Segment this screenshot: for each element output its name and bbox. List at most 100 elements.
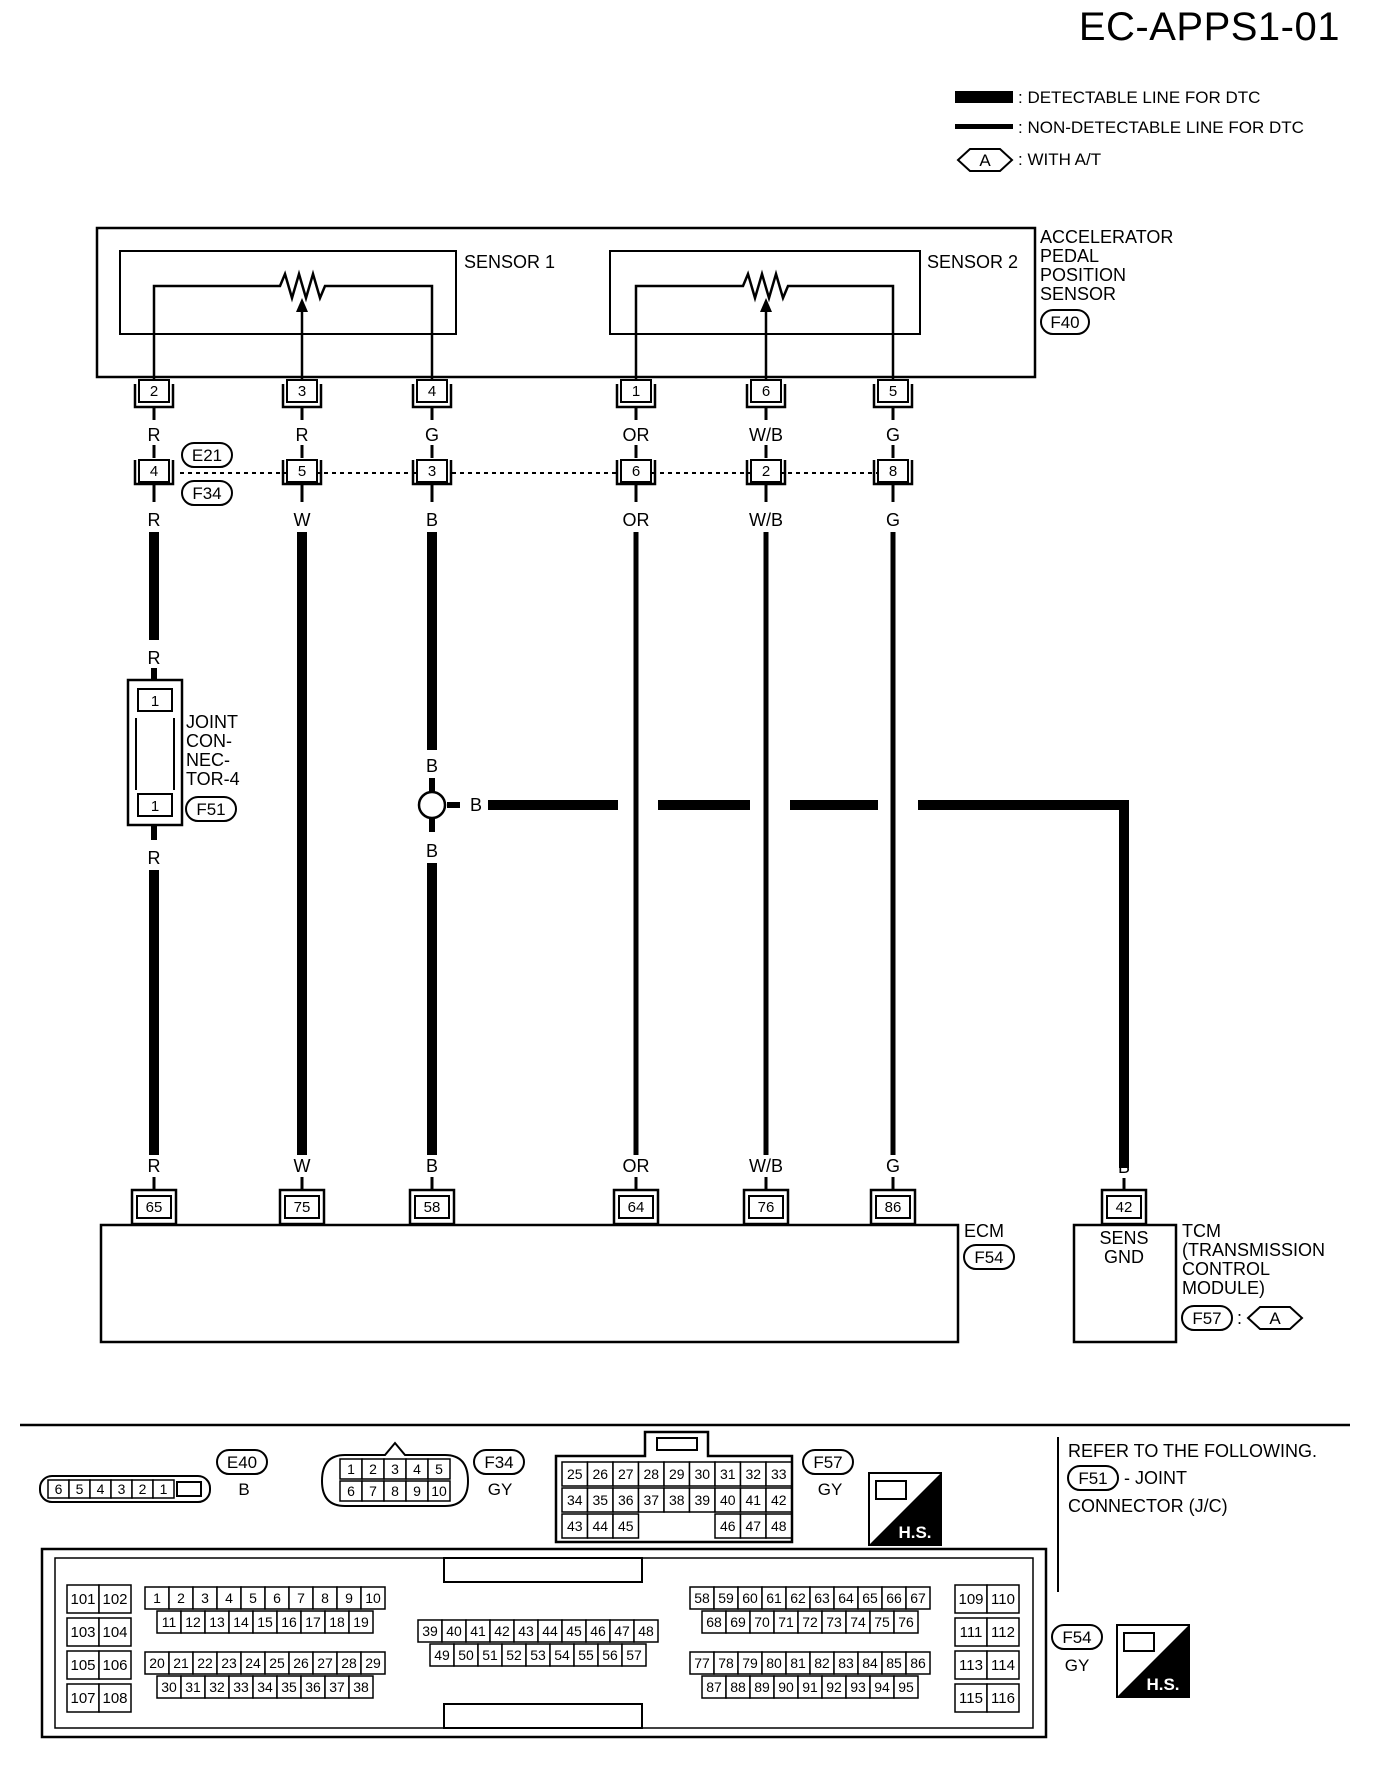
sensor-2-label: SENSOR 2	[927, 252, 1018, 272]
refer-line-3: CONNECTOR (J/C)	[1068, 1496, 1228, 1516]
f54-g3r2-pin-68: 68	[706, 1614, 722, 1630]
f54-g2r1-pin-46: 46	[590, 1623, 606, 1639]
f54-g3r3-pin-85: 85	[886, 1655, 902, 1671]
mid-wire-color: R	[148, 510, 161, 530]
f54-g3r3-pin-77: 77	[694, 1655, 710, 1671]
sensor-name-line-4: SENSOR	[1040, 284, 1116, 304]
sensor-pin-5-number: 5	[889, 383, 897, 400]
tcm-pin-label-2: GND	[1104, 1247, 1144, 1267]
f54-g1r2-pin-18: 18	[329, 1614, 345, 1630]
f54-right-0-pin-110: 110	[991, 1591, 1015, 1608]
f57-r1-pin-32: 32	[745, 1466, 761, 1482]
f54-g1r1-pin-10: 10	[365, 1590, 381, 1606]
f54-g1r3-pin-23: 23	[221, 1655, 237, 1671]
detectable-line-sample	[955, 91, 1013, 103]
hs-icon-fill-f54	[1117, 1625, 1189, 1697]
f54-g3r3-pin-84: 84	[862, 1655, 878, 1671]
f54-g3r1-pin-59: 59	[718, 1590, 734, 1606]
f54-g2r1-pin-39: 39	[422, 1623, 438, 1639]
f54-g2r1-pin-41: 41	[470, 1623, 486, 1639]
joint-connector-name-1: JOINT	[186, 712, 238, 732]
intermediate-pin-5-box	[286, 459, 318, 483]
f57-r1-cell-32	[739, 1461, 767, 1487]
f57-r2-pin-39: 39	[694, 1492, 710, 1508]
f57-r1-pin-25: 25	[567, 1466, 583, 1482]
f54-view-tag	[1051, 1624, 1103, 1650]
f57-r1-cell-33	[765, 1461, 793, 1487]
f54-right-1-cell-112	[986, 1617, 1020, 1647]
f54-left-3-cell-108	[98, 1683, 132, 1713]
f54-right-3-cell-115	[954, 1683, 988, 1713]
f54-g3r1-pin-63: 63	[814, 1590, 830, 1606]
hs-icon-fill	[869, 1473, 941, 1545]
f34-r2-pin-6: 6	[347, 1483, 355, 1499]
f34-r1-pin-3: 3	[391, 1461, 399, 1477]
f57-connector-tag	[1181, 1305, 1233, 1331]
top-wire-color: R	[296, 425, 309, 445]
intermediate-pin-4-number: 4	[150, 463, 158, 480]
top-wire-color: G	[886, 425, 900, 445]
f54-g1r2-pin-16: 16	[281, 1614, 297, 1630]
f57-r3b-cell-48	[765, 1513, 793, 1539]
intermediate-pin-8-box	[877, 459, 909, 483]
mid-wire-color: G	[886, 510, 900, 530]
non-detectable-line-sample	[955, 124, 1013, 129]
f54-g1r1-pin-3: 3	[201, 1590, 209, 1606]
intermediate-pin-2-number: 2	[762, 463, 770, 480]
sensor-1-resistor	[152, 269, 434, 381]
f54-g1r3-pin-21: 21	[173, 1655, 189, 1671]
f57-r2-cell-38	[663, 1487, 691, 1513]
ecm-wire-color: G	[886, 1156, 900, 1176]
tcm-pin-group: 42	[1100, 1178, 1148, 1226]
splice-point	[417, 790, 447, 820]
refer-note: REFER TO THE FOLLOWING. F51 - JOINT CONN…	[1067, 1441, 1317, 1516]
f54-right-1-pin-111: 111	[960, 1624, 983, 1641]
f54-g1r1-pin-7: 7	[297, 1590, 305, 1606]
e40-pin-5: 5	[76, 1481, 84, 1497]
f54-key-top	[443, 1557, 643, 1583]
joint-connector-name-2: CON-	[186, 731, 232, 751]
tcm-name-3: CONTROL	[1182, 1259, 1270, 1279]
joint-connector-pin-top	[137, 688, 173, 712]
f54-color: GY	[1065, 1656, 1090, 1675]
f57-r1-cell-30	[688, 1461, 716, 1487]
e40-pin-6: 6	[55, 1481, 63, 1497]
f57-r2-pin-37: 37	[643, 1492, 659, 1508]
f54-g1r3-pin-28: 28	[341, 1655, 357, 1671]
f51-connector-tag	[185, 796, 237, 822]
e21-connector-tag	[181, 442, 233, 468]
f34-r1-pin-2: 2	[369, 1461, 377, 1477]
f51-connector-id: F51	[196, 800, 225, 819]
f54-g3r3-pin-82: 82	[814, 1655, 830, 1671]
sensor-pin-4-number: 4	[428, 383, 436, 400]
f57-r3a-cell-44	[586, 1513, 614, 1539]
f54-left-3-pin-108: 108	[102, 1690, 127, 1707]
f54-left-1-cell-104	[98, 1617, 132, 1647]
f54-left-0-cell-102	[98, 1584, 132, 1614]
f54-g1r4-pin-36: 36	[305, 1679, 321, 1695]
f54-g3r4-pin-87: 87	[706, 1679, 722, 1695]
e40-pin-4: 4	[97, 1481, 105, 1497]
f34-connector-id: F34	[192, 484, 221, 503]
sensor-pin-5-box	[877, 379, 909, 403]
f54-right-1-pin-112: 112	[991, 1624, 1015, 1641]
f54-g3r4-pin-92: 92	[826, 1679, 842, 1695]
f54-g2r2-pin-53: 53	[530, 1647, 546, 1663]
f57-r2-pin-40: 40	[720, 1492, 736, 1508]
f57-r1-pin-26: 26	[592, 1466, 608, 1482]
f57-r1-pin-31: 31	[720, 1466, 736, 1482]
f54-g2r1-pin-48: 48	[638, 1623, 654, 1639]
e40-connector-tag	[216, 1449, 268, 1475]
f54-g3r2-pin-73: 73	[826, 1614, 842, 1630]
f54-g3r3-pin-83: 83	[838, 1655, 854, 1671]
sensor-1-label: SENSOR 1	[464, 252, 555, 272]
f34-r2-pin-8: 8	[391, 1483, 399, 1499]
f54-g1r2-pin-15: 15	[257, 1614, 273, 1630]
f57-latch	[656, 1437, 698, 1451]
ecm-pin-76-number: 76	[758, 1199, 775, 1216]
f34-r2-pin-9: 9	[413, 1483, 421, 1499]
f34-r1-cell-5	[427, 1458, 451, 1480]
top-wire-color: G	[425, 425, 439, 445]
wire-avcc2: 1OR6OROR64AVCC2	[607, 379, 665, 1248]
f54-g3r4-pin-93: 93	[850, 1679, 866, 1695]
